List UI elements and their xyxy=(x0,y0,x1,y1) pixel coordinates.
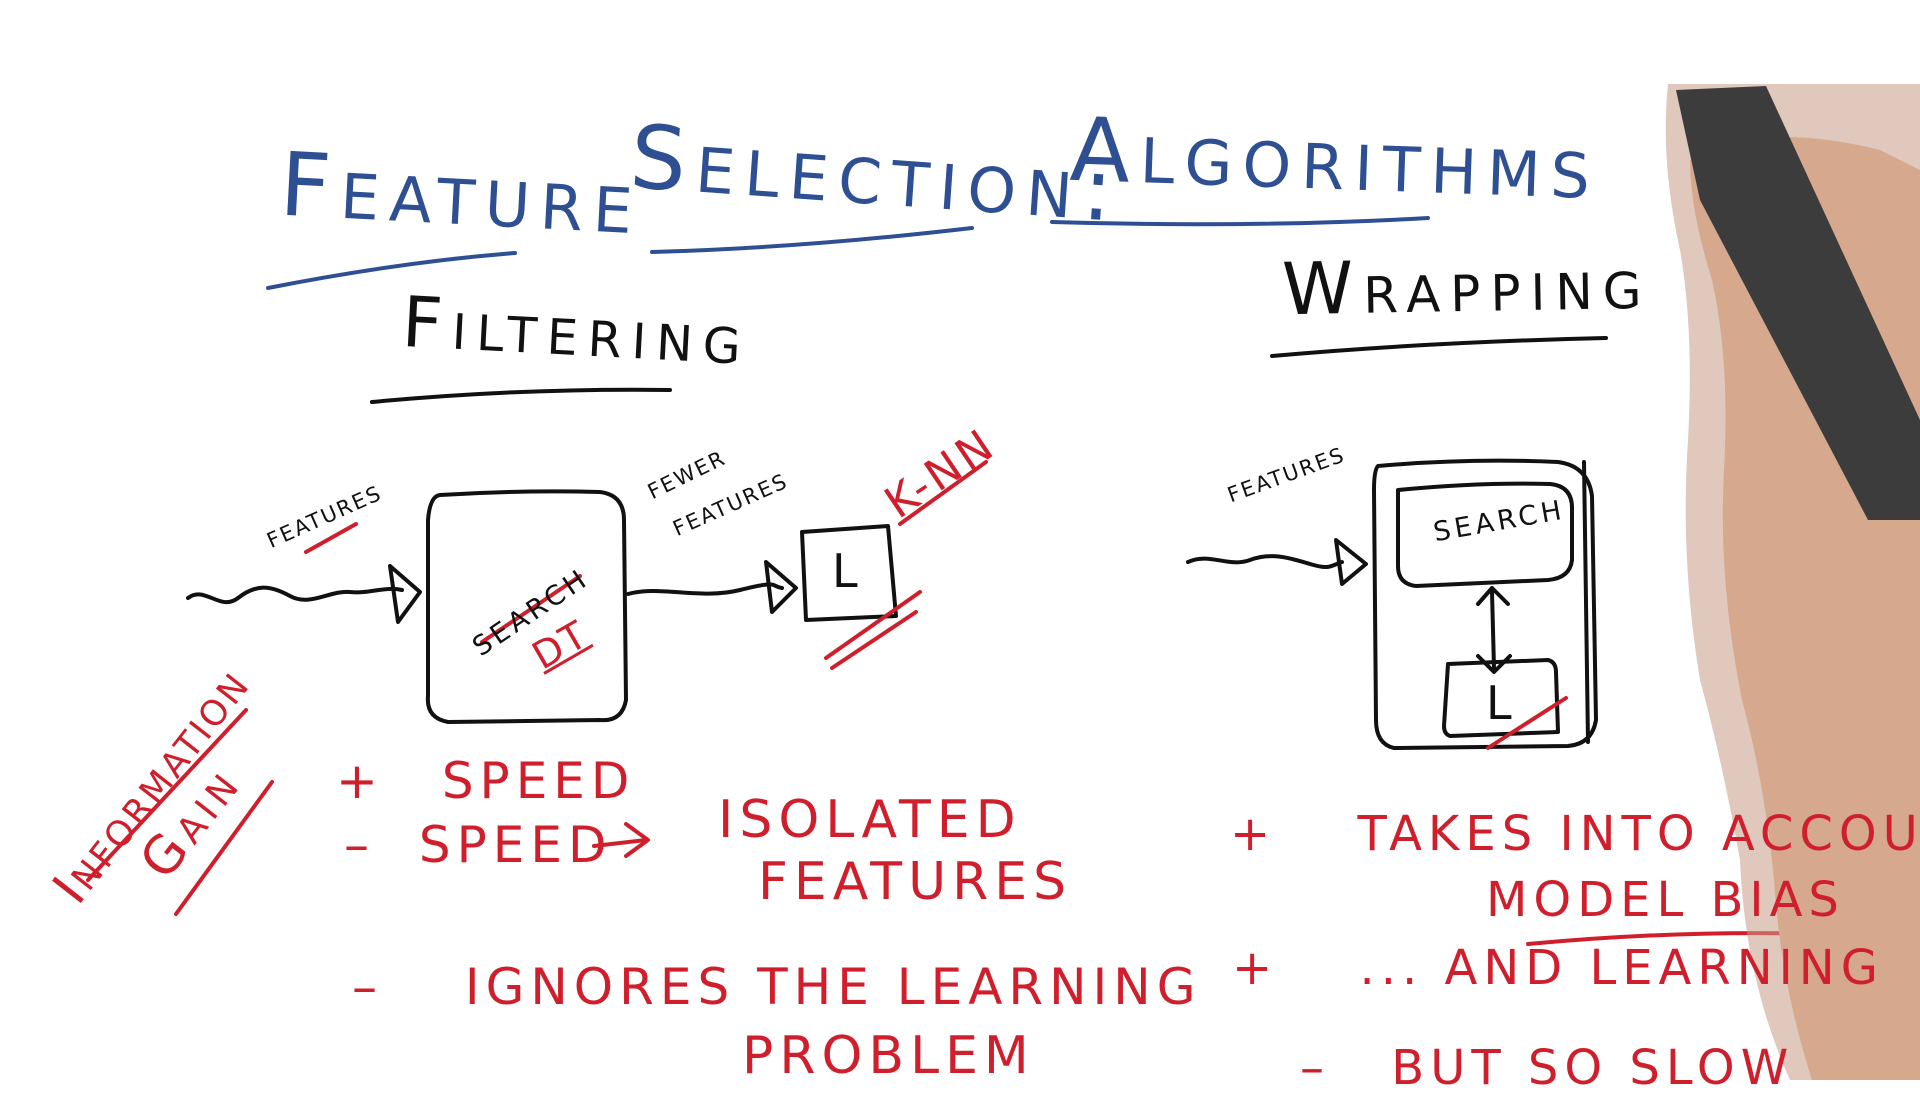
point-text: TAKES INTO ACCOUNT xyxy=(1357,806,1920,862)
wrapping-point-3: + ... AND LEARNING xyxy=(1232,944,1884,992)
wrapping-outer-box xyxy=(1372,458,1598,750)
wrapping-learner-label: L xyxy=(1486,676,1512,730)
point-sign: + xyxy=(336,752,384,810)
wrapping-point-1: + TAKES INTO ACCOUNT xyxy=(1230,810,1920,858)
filtering-underline xyxy=(370,387,672,404)
wrapping-double-arrow xyxy=(1490,590,1496,670)
filtering-point-1: + SPEED xyxy=(336,756,635,806)
filtering-output-arrowhead xyxy=(764,560,798,614)
problem-label: PROBLEM xyxy=(742,1026,1035,1086)
features-red-underline xyxy=(304,522,358,554)
learner-red-strike xyxy=(824,590,922,660)
title-underline-3 xyxy=(1050,216,1430,227)
title-word-feature: Feature xyxy=(277,132,646,255)
wrapping-point-4: – BUT SO SLOW xyxy=(1300,1044,1794,1092)
title-word-algorithms: Algorithms xyxy=(1068,97,1602,220)
search-red-underline xyxy=(480,574,582,644)
point-sign: + xyxy=(1232,940,1279,996)
wrapping-search-box xyxy=(1396,481,1574,588)
point-text: SPEED xyxy=(418,816,613,874)
title-underline-2 xyxy=(650,226,974,254)
wrapping-underline xyxy=(1270,336,1608,358)
point-sign: – xyxy=(1300,1040,1330,1096)
point-sign: + xyxy=(1230,806,1277,862)
knn-red-underline xyxy=(898,460,988,526)
speed-red-arrow xyxy=(592,838,648,848)
info-gain-red-line xyxy=(86,708,248,882)
filtering-search-box xyxy=(425,489,628,724)
wrapping-input-arrowhead xyxy=(1334,538,1368,586)
point-text: BUT SO SLOW xyxy=(1391,1040,1795,1096)
speed-red-arrowhead xyxy=(624,822,650,858)
isolated-label: ISOLATED xyxy=(718,790,1022,850)
point-sign: – xyxy=(344,816,375,874)
point-text: MODEL BIAS xyxy=(1486,872,1845,928)
wrapping-outer-box-bar xyxy=(1582,460,1590,744)
filtering-learner-box xyxy=(800,524,898,622)
learner-red-strike-2 xyxy=(830,610,918,670)
filtering-point-3: – IGNORES THE LEARNING xyxy=(352,962,1201,1012)
point-text: IGNORES THE LEARNING xyxy=(464,958,1202,1016)
filtering-point-2: – SPEED xyxy=(344,820,612,870)
filtering-output-arrow xyxy=(626,582,784,596)
filtering-heading: Filtering xyxy=(400,280,754,382)
wrapping-learner-box xyxy=(1442,658,1560,738)
wrapping-learner-red-strike xyxy=(1486,696,1568,750)
filtering-learner-label: L xyxy=(832,544,858,598)
point-text: SPEED xyxy=(441,752,636,810)
point-sign: – xyxy=(352,958,383,1016)
wrapping-point-2: MODEL BIAS xyxy=(1486,876,1845,924)
title-underline-1 xyxy=(266,251,517,290)
wrapping-double-arrow-top xyxy=(1476,586,1510,606)
info-gain-red-line-2 xyxy=(174,780,274,916)
filtering-input-arrow xyxy=(186,585,404,605)
point-text: ... AND LEARNING xyxy=(1359,940,1884,996)
isolated-features-label: FEATURES xyxy=(758,852,1073,912)
wrapping-heading: Wrapping xyxy=(1281,240,1653,332)
wrapping-input-arrow xyxy=(1186,554,1344,570)
filtering-input-arrowhead xyxy=(388,564,422,624)
marker xyxy=(1676,86,1920,520)
